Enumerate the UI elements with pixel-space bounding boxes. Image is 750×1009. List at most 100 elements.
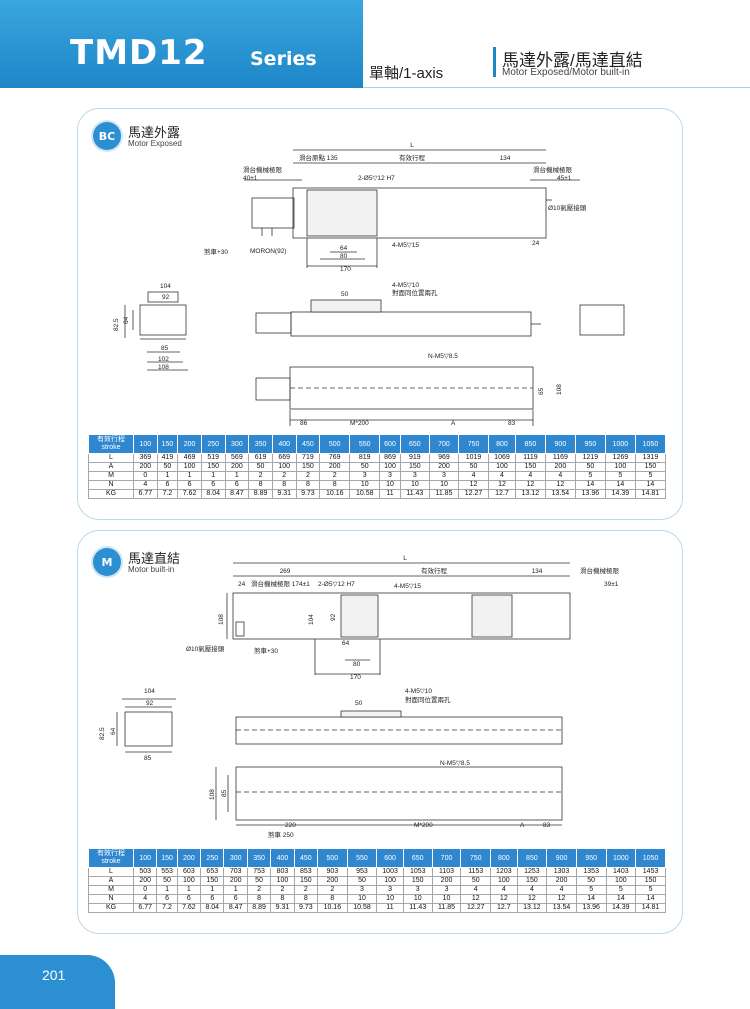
table-cell: 2 (270, 885, 295, 895)
table-cell: 200 (317, 876, 348, 886)
dim-label: 80 (353, 661, 361, 668)
table-cell: 150 (293, 876, 319, 886)
stroke-col: 250 (200, 434, 226, 454)
section-title-en: Motor built-in (128, 565, 175, 574)
stroke-col: 550 (349, 434, 381, 454)
table-cell: 6 (176, 894, 202, 904)
page-number: 201 (42, 967, 66, 983)
dim-label: 40±1 (243, 175, 258, 182)
table-cell: 2 (246, 885, 272, 895)
table-cell: 1003 (376, 867, 404, 877)
table-cell: 903 (317, 867, 348, 877)
table-cell: 8.89 (246, 903, 272, 913)
dim-label: 滑台機械極限 (580, 566, 620, 575)
stroke-col: 1050 (634, 434, 667, 454)
series-label: Series (250, 48, 317, 70)
table-cell: 10 (402, 894, 433, 904)
dim-label: 64 (340, 245, 348, 252)
table-cell: 150 (402, 876, 433, 886)
table-cell: 3 (402, 885, 433, 895)
table-cell: 8 (317, 894, 348, 904)
stroke-col: 150 (156, 848, 178, 868)
table-cell: 12 (516, 894, 548, 904)
stroke-col: 650 (402, 848, 433, 868)
table-cell: 653 (200, 867, 225, 877)
dim-label: L (410, 142, 414, 149)
table-cell: 150 (635, 876, 666, 886)
dim-label: Ø10氣壓接頭 (186, 644, 225, 653)
stroke-col: 900 (546, 848, 577, 868)
table-cell: 5 (635, 885, 666, 895)
table-cell: 6 (223, 894, 248, 904)
stroke-col: 550 (346, 848, 378, 868)
table-cell: 14.81 (635, 903, 666, 913)
table-cell: 150 (200, 876, 225, 886)
section-badge: M (93, 548, 121, 576)
table-cell: 100 (270, 876, 295, 886)
table-cell: 8.47 (223, 903, 248, 913)
table-cell: 14.81 (634, 489, 667, 499)
dim-label: 134 (532, 568, 543, 575)
table-cell: 150 (516, 876, 548, 886)
table-cell: 6 (156, 894, 178, 904)
dim-label: A (520, 822, 525, 829)
dim-label: 83 (508, 420, 516, 427)
stroke-col: 850 (514, 434, 546, 454)
table-cell: 1453 (635, 867, 666, 877)
dim-label: 煞車 250 (268, 830, 294, 839)
table-cell: 11 (376, 903, 404, 913)
dim-label: M*200 (350, 420, 369, 427)
table-cell: 12.7 (490, 903, 518, 913)
table-cell: 7.2 (156, 903, 178, 913)
table-cell: 14.39 (605, 903, 637, 913)
table-cell: 50 (246, 876, 272, 886)
table-cell: 12.27 (458, 489, 490, 499)
table-cell: 10 (376, 894, 404, 904)
table-cell: 12.27 (460, 903, 492, 913)
table-cell: 100 (176, 876, 202, 886)
section-title-en: Motor Exposed (128, 139, 182, 148)
table-cell: 553 (156, 867, 178, 877)
stroke-col: 400 (271, 434, 297, 454)
dim-label: Ø10氣壓接頭 (548, 203, 587, 212)
table-cell: 1153 (460, 867, 492, 877)
table-cell: 50 (460, 876, 492, 886)
table-cell: 853 (293, 867, 319, 877)
table-cell: 1 (200, 885, 225, 895)
row-label: KG (88, 903, 134, 913)
table-cell: 4 (516, 885, 548, 895)
stroke-col: 200 (177, 434, 202, 454)
table-cell: 200 (132, 876, 158, 886)
header-rule (363, 87, 750, 88)
row-label: L (88, 867, 134, 877)
dim-label: 50 (341, 291, 349, 298)
table-cell: 9.31 (270, 903, 295, 913)
stroke-col: 450 (293, 848, 319, 868)
stroke-col: 250 (200, 848, 225, 868)
table-cell: 7.62 (176, 903, 202, 913)
table-cell: 8 (293, 894, 319, 904)
table-cell: 5 (575, 885, 607, 895)
drawing-motor-built-in: L 269 有效行程 134 滑台機械極限 39±1 24 滑台機械極限 174… (99, 555, 620, 839)
dim-label: 對面同位置兩孔 (405, 695, 451, 704)
table-cell: 10.58 (346, 903, 378, 913)
dim-label: 92 (330, 613, 337, 621)
dim-label: 86 (300, 420, 308, 427)
dim-label: 134 (500, 155, 511, 162)
dim-label: 104 (144, 688, 155, 695)
dim-label: 45±1 (557, 175, 572, 182)
stroke-col: 1050 (635, 848, 666, 868)
table-cell: 803 (270, 867, 295, 877)
dim-label: 2-Ø5▽12 H7 (318, 581, 355, 588)
category-title-en: Motor Exposed/Motor built-in (502, 67, 630, 78)
table-cell: 1303 (546, 867, 577, 877)
dim-label: 2-Ø5▽12 H7 (358, 175, 395, 182)
table-cell: 1053 (402, 867, 433, 877)
table-cell: 703 (223, 867, 248, 877)
drawing-motor-exposed: L 滑台原點 135 有效行程 134 滑台機械極限 40±1 滑台機械極限 4… (113, 142, 625, 427)
